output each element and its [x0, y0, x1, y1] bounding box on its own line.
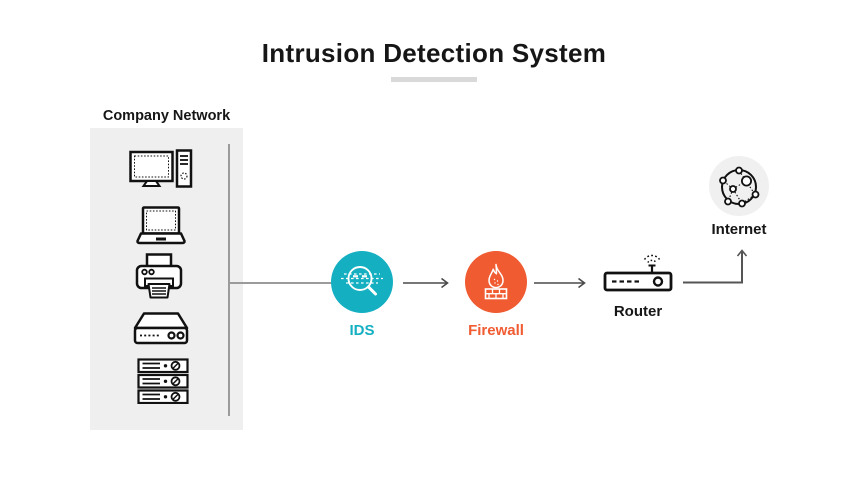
- page-title: Intrusion Detection System: [261, 38, 607, 68]
- server-rack-icon: [137, 358, 189, 409]
- internet-label: Internet: [711, 221, 767, 238]
- network-switch-icon: [133, 311, 189, 352]
- network-to-ids-line: [228, 282, 332, 284]
- network-bus-line: [228, 144, 230, 416]
- globe-network-icon: [719, 166, 760, 208]
- magnifier-scan-icon: [341, 266, 383, 296]
- router-label: Router: [613, 303, 663, 320]
- flame-brick-icon: [484, 263, 508, 300]
- laptop-icon: [136, 206, 186, 251]
- internet-node: [709, 156, 769, 216]
- title-underline: [391, 77, 477, 82]
- ids-label: IDS: [349, 322, 375, 339]
- arrow-ids-to-firewall: [403, 277, 449, 289]
- ids-node: [331, 251, 393, 313]
- arrow-router-to-internet: [683, 249, 748, 284]
- company-network-label: Company Network: [102, 108, 231, 124]
- firewall-label: Firewall: [468, 322, 524, 339]
- firewall-node: [465, 251, 527, 313]
- desktop-computer-icon: [129, 149, 193, 200]
- printer-icon: [135, 253, 185, 305]
- router-icon: [602, 246, 674, 301]
- arrow-firewall-to-router: [534, 277, 586, 289]
